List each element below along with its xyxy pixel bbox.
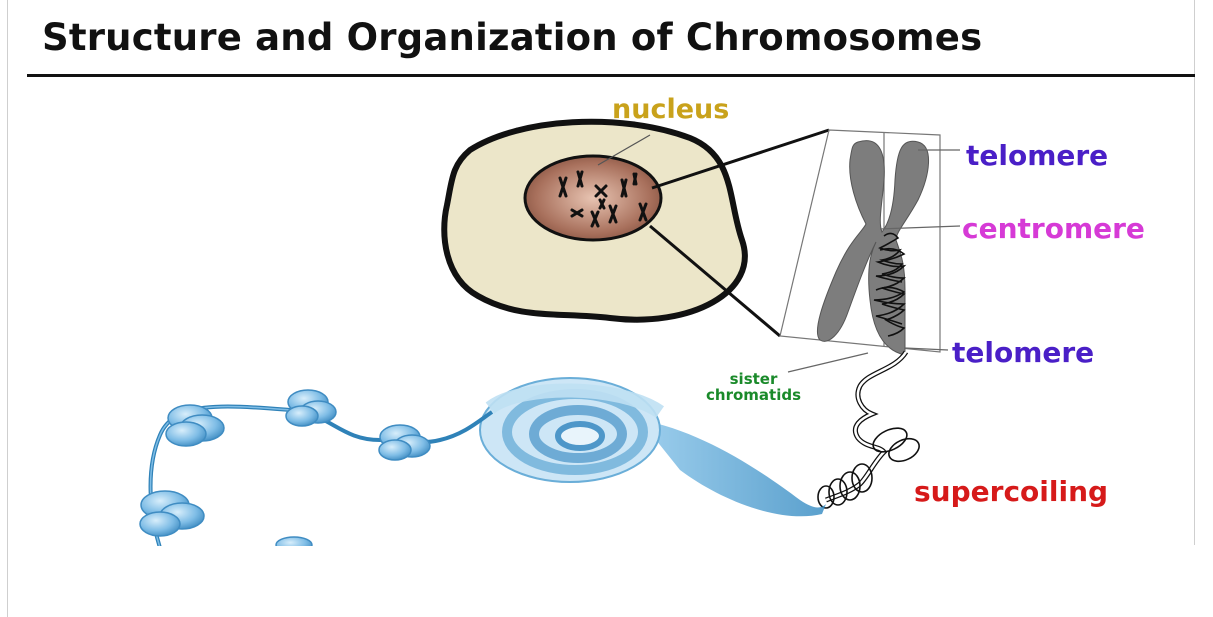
- cell-nucleus: [525, 156, 661, 240]
- solenoid-coil: [480, 378, 660, 482]
- label-sister-line2: chromatids: [706, 387, 801, 403]
- sister-chromatids-pointer: [788, 353, 868, 372]
- chromosome: [817, 141, 928, 355]
- nucleosome-bead: [166, 405, 224, 446]
- bottom-blank-area: [8, 546, 1194, 617]
- nucleosome-bead: [140, 491, 204, 536]
- label-sister-line1: sister: [706, 371, 801, 387]
- label-telomere-top: telomere: [966, 139, 1108, 172]
- label-centromere: centromere: [962, 212, 1145, 245]
- label-sister-chromatids: sister chromatids: [706, 371, 801, 403]
- solenoid-tail: [640, 420, 826, 516]
- nucleosome-bead: [286, 390, 336, 426]
- label-nucleus: nucleus: [612, 94, 729, 125]
- label-telomere-bottom: telomere: [952, 336, 1094, 369]
- nucleosome-bead: [379, 425, 430, 460]
- label-supercoiling: supercoiling: [914, 475, 1108, 508]
